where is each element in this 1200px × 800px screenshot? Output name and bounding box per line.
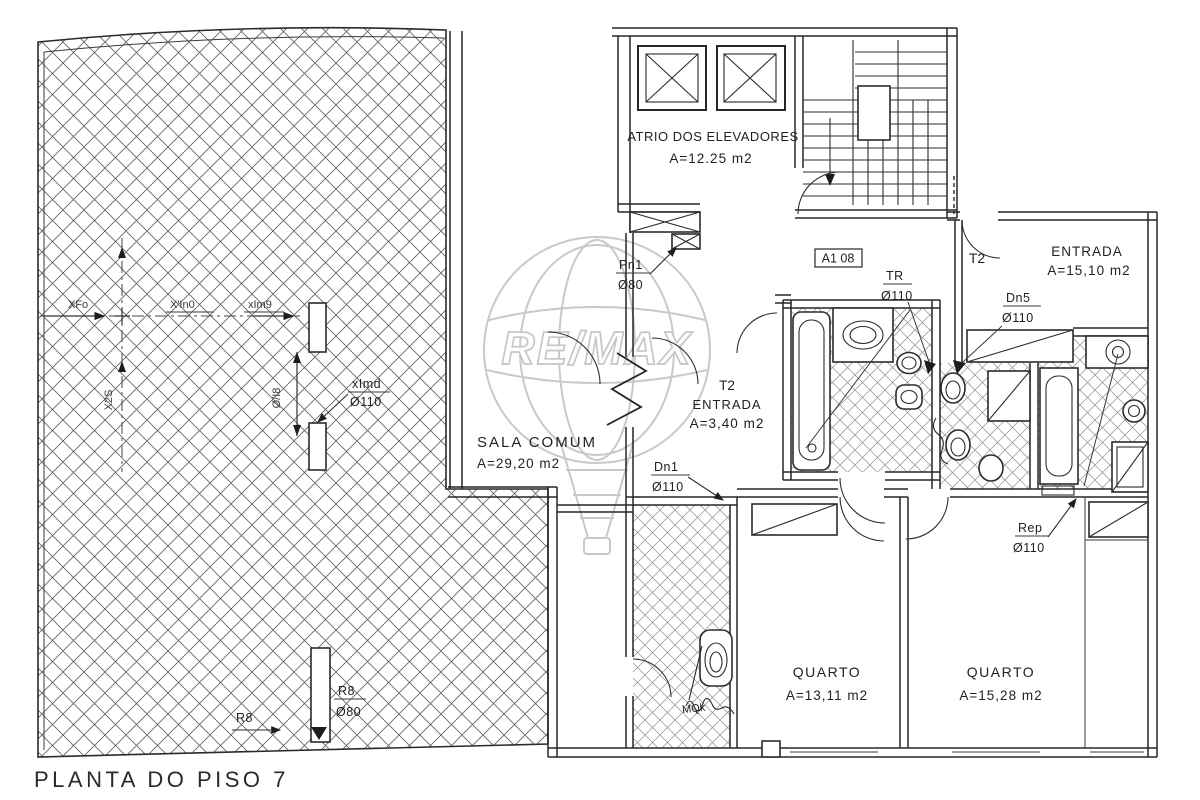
- mqk-scribble: [685, 645, 735, 715]
- axis-label-xfo: XFo: [68, 299, 88, 311]
- area-label-quarto1: A=13,11 m2: [786, 688, 868, 703]
- axis-label-xin0: X'In0: [170, 299, 195, 311]
- revision-scribble: [932, 417, 949, 465]
- callout-rep-label: Rep: [1018, 521, 1042, 535]
- room-label-hall: ENTRADA: [692, 397, 761, 412]
- toilet-main: [896, 351, 922, 375]
- sink-right: [1085, 335, 1149, 369]
- callout-dn5-label: Dn5: [1006, 291, 1030, 305]
- callout-rep-dia: Ø110: [1013, 541, 1045, 555]
- sink-counter: [832, 307, 894, 363]
- folding-door-zigzag: [606, 352, 648, 426]
- callout-tr-dia: Ø110: [881, 289, 913, 303]
- callout-r8-ref: R8: [232, 711, 282, 734]
- hall-type-label: T2: [719, 378, 735, 393]
- elevator-shafts: [629, 45, 786, 250]
- duct-shaft-r8: [310, 647, 331, 743]
- area-label-entrada: A=15,10 m2: [1047, 263, 1130, 278]
- closets: [751, 329, 1149, 538]
- duct-shaft-1: [308, 302, 327, 353]
- callout-r8-dia: Ø80: [336, 705, 361, 719]
- axis-label-x2s: X2S: [103, 390, 115, 411]
- duct-shaft-2: [308, 422, 327, 471]
- room-label-atrio: ATRIO DOS ELEVADORES: [627, 129, 798, 144]
- callout-ximd: xImd Ø110: [317, 377, 390, 423]
- area-label-atrio: A=12.25 m2: [669, 151, 752, 166]
- callout-r8: R8 Ø80: [334, 684, 366, 719]
- bathroom-fixtures: [685, 307, 1149, 715]
- callout-mqk: MQk: [682, 702, 707, 716]
- callout-r8-label: R8: [338, 684, 355, 698]
- toilet-right: [1122, 399, 1146, 423]
- text-labels: ATRIO DOS ELEVADORES A=12.25 m2 A1 08 SA…: [34, 129, 1130, 792]
- axis-label-oi8: Ø/I8: [271, 388, 283, 409]
- callout-r8-ref-label: R8: [236, 711, 253, 725]
- leader-lines: [649, 247, 1119, 538]
- bidet-main: [895, 384, 923, 410]
- room-label-quarto2: QUARTO: [967, 664, 1035, 680]
- watermark-remax-balloon: RE/MAX: [483, 236, 711, 555]
- axis-annotations: XFo X'In0 xIm9 X2S Ø/I8: [40, 238, 331, 743]
- room-label-entrada: ENTRADA: [1051, 244, 1123, 259]
- room-label-sala: SALA COMUM: [477, 434, 597, 451]
- room-label-quarto1: QUARTO: [793, 664, 861, 680]
- staircase: [803, 40, 947, 205]
- callout-ximd-dia: Ø110: [350, 395, 382, 409]
- callout-dn5-dia: Ø110: [1002, 311, 1034, 325]
- callout-pn1-dia: Ø80: [618, 278, 643, 292]
- callout-dn1-label: Dn1: [654, 460, 678, 474]
- area-label-hall: A=3,40 m2: [690, 416, 765, 431]
- walls: [448, 27, 1158, 758]
- callout-dn1-dia: Ø110: [652, 480, 684, 494]
- unit-code-text: A1 08: [822, 252, 855, 266]
- area-label-quarto2: A=15,28 m2: [959, 688, 1042, 703]
- callout-ximd-label: xImd: [352, 377, 381, 391]
- axis-label-xim9: xIm9: [248, 299, 272, 311]
- entrada-type-label: T2: [969, 250, 986, 266]
- area-label-sala: A=29,20 m2: [477, 456, 560, 471]
- hatched-structure-region: [37, 26, 549, 758]
- page-title: PLANTA DO PISO 7: [34, 767, 289, 792]
- unit-code-box: [814, 248, 863, 268]
- callout-tr-label: TR: [886, 269, 904, 283]
- door-arcs: [547, 171, 1001, 698]
- bathtub-main: [792, 311, 831, 471]
- callout-pn1-label: Pn1: [619, 258, 643, 272]
- watermark-brand-text: RE/MAX: [502, 322, 693, 374]
